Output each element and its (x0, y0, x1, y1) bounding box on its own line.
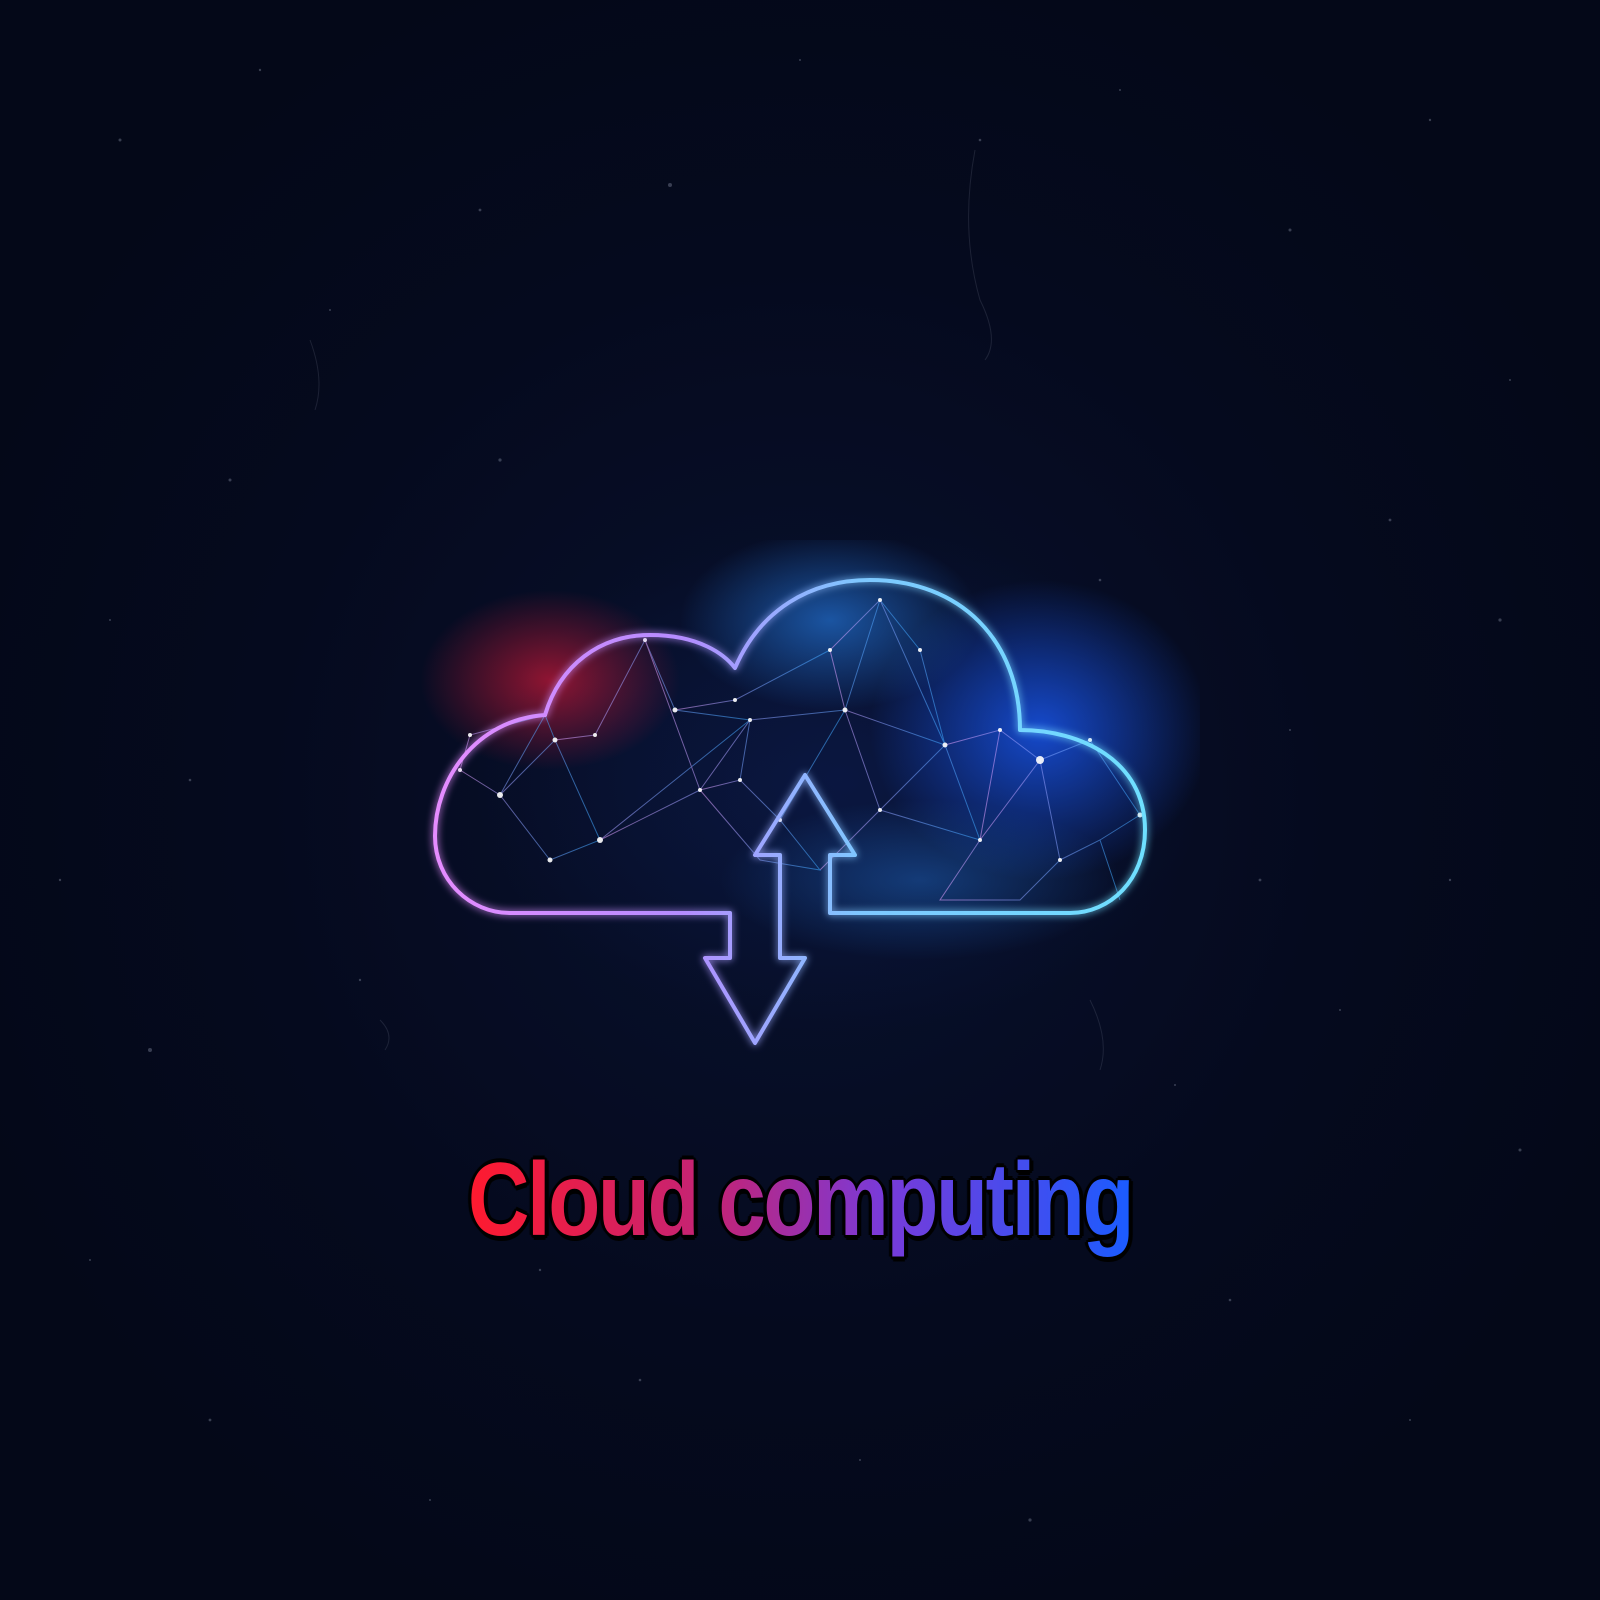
cloud-network-icon (420, 540, 1200, 1045)
title-text: Cloud computing (467, 1142, 1135, 1258)
page-title: Cloud computing (144, 1140, 1456, 1260)
